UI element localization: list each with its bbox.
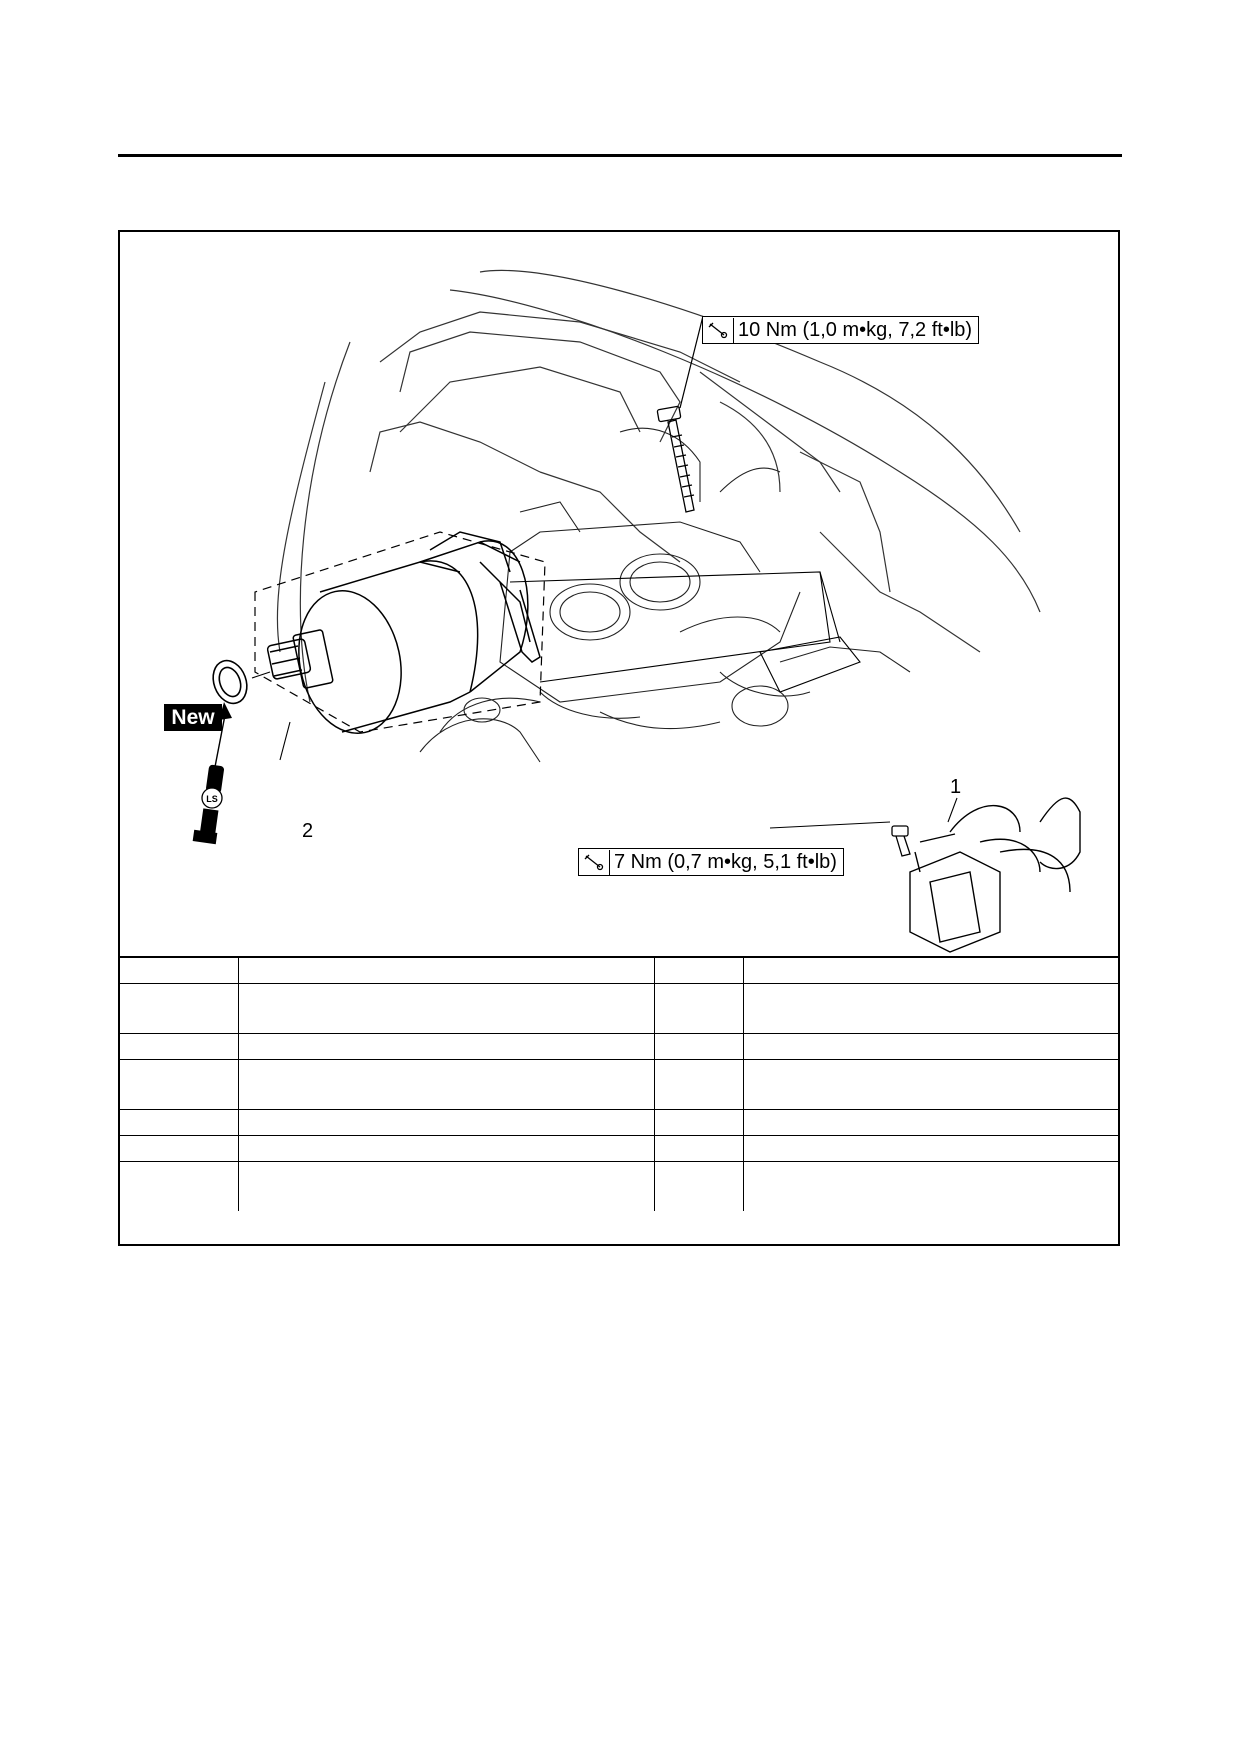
torque-wrench-icon bbox=[579, 849, 610, 875]
assembly-dashed-outline bbox=[254, 531, 546, 733]
table-cell bbox=[120, 956, 238, 983]
frame-outline bbox=[276, 269, 1041, 703]
table-cell bbox=[237, 1032, 654, 1059]
table-cell bbox=[120, 1108, 238, 1135]
table-cell bbox=[120, 1160, 238, 1211]
table-cell bbox=[237, 982, 654, 1033]
table-row bbox=[120, 1032, 1118, 1059]
table-cell bbox=[237, 1108, 654, 1135]
table-cell bbox=[237, 1058, 654, 1109]
table-cell bbox=[653, 1032, 743, 1059]
lubricant-symbol: LS bbox=[206, 794, 218, 804]
starter-motor bbox=[266, 531, 541, 734]
starter-relay bbox=[909, 797, 1081, 953]
bolt-lower bbox=[891, 825, 911, 857]
table-cell bbox=[742, 1160, 1118, 1211]
o-ring bbox=[212, 659, 248, 705]
callout-2: 2 bbox=[302, 820, 314, 842]
torque-spec-lower: 7 Nm (0,7 m•kg, 5,1 ft•lb) bbox=[578, 848, 844, 876]
table-cell bbox=[653, 1108, 743, 1135]
table-row bbox=[120, 982, 1118, 1033]
table-cell bbox=[653, 1160, 743, 1211]
torque-spec-upper-text: 10 Nm (1,0 m•kg, 7,2 ft•lb) bbox=[738, 318, 973, 341]
starter-motor-illustration: LS bbox=[192, 269, 1081, 953]
table-cell bbox=[237, 1160, 654, 1211]
table-row bbox=[120, 1160, 1118, 1211]
table-cell bbox=[653, 1058, 743, 1109]
callout-1: 1 bbox=[950, 776, 962, 798]
grease-gun-icon bbox=[192, 764, 225, 845]
table-cell bbox=[742, 956, 1118, 983]
table-header-row bbox=[120, 956, 1118, 983]
table-row bbox=[120, 1108, 1118, 1135]
torque-spec-upper: 10 Nm (1,0 m•kg, 7,2 ft•lb) bbox=[702, 316, 980, 344]
table-cell bbox=[653, 1134, 743, 1161]
torque-spec-lower-text: 7 Nm (0,7 m•kg, 5,1 ft•lb) bbox=[614, 850, 837, 873]
table-cell bbox=[237, 956, 654, 983]
bolt-upper bbox=[656, 405, 695, 513]
table-row bbox=[120, 1058, 1118, 1109]
torque-wrench-icon bbox=[703, 317, 734, 343]
table-row bbox=[120, 1134, 1118, 1161]
table-cell bbox=[120, 1134, 238, 1161]
table-cell bbox=[742, 1108, 1118, 1135]
illustration-frame: LS bbox=[118, 230, 1120, 1246]
table-cell bbox=[120, 1058, 238, 1109]
new-part-badge: New bbox=[164, 704, 222, 731]
table-cell bbox=[237, 1134, 654, 1161]
table-cell bbox=[120, 982, 238, 1033]
parts-table bbox=[120, 956, 1118, 1211]
table-cell bbox=[653, 956, 743, 983]
header-rule bbox=[118, 154, 1122, 157]
table-cell bbox=[742, 982, 1118, 1033]
engine-block bbox=[419, 427, 911, 763]
table-cell bbox=[742, 1134, 1118, 1161]
table-cell bbox=[742, 1032, 1118, 1059]
table-cell bbox=[120, 1032, 238, 1059]
table-cell bbox=[742, 1058, 1118, 1109]
table-cell bbox=[653, 982, 743, 1033]
